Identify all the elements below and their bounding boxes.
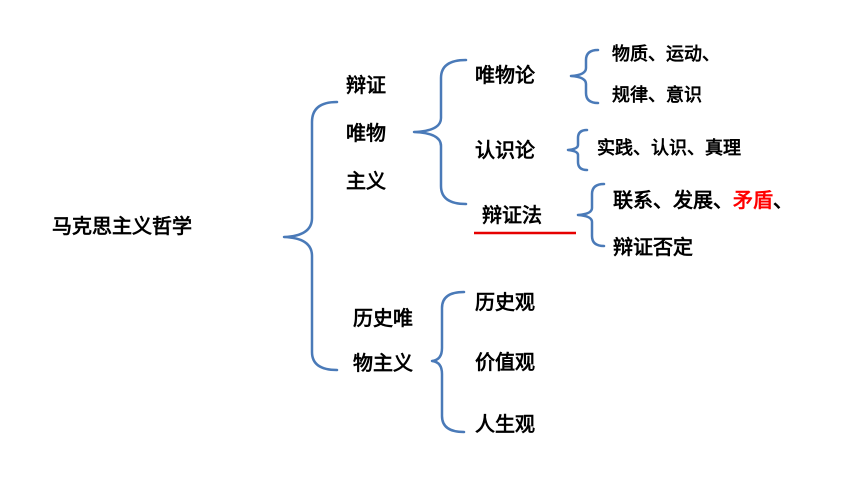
dialectics-item-highlight: 矛盾 [733,188,773,212]
ontology-label: 唯物论 [475,63,535,87]
dialectical-materialism-line-1: 辩证 [346,73,386,97]
root-label: 马克思主义哲学 [52,214,192,238]
ontology-brace [569,48,600,105]
dialectics-item-line-2: 辩证否定 [613,235,693,259]
dialectical-materialism-line-3: 主义 [346,169,386,193]
ontology-item-2: 规律、意识 [612,85,702,106]
dialectics-label: 辩证法 [482,203,542,227]
historical-item-3: 人生观 [475,412,535,436]
dialectics-item-suffix: 、 [773,188,793,212]
root-brace [282,100,339,372]
dialectics-item-prefix: 联系、发展、 [613,188,733,212]
dialectics-item-line-1: 联系、发展、矛盾、 [613,190,793,210]
historical-materialism-line-1: 历史唯 [353,306,413,330]
dialectics-brace [576,182,606,248]
historical-materialism-line-2: 物主义 [353,351,413,375]
dialectical-materialism-brace [412,58,468,206]
historical-item-1: 历史观 [475,290,535,314]
epistemology-brace [566,128,589,172]
dialectical-materialism-line-2: 唯物 [346,121,386,145]
ontology-item-1: 物质、运动、 [612,44,720,65]
epistemology-label: 认识论 [475,138,535,162]
epistemology-item-1: 实践、认识、真理 [597,138,741,159]
historical-item-2: 价值观 [475,350,535,374]
historical-materialism-brace [430,290,466,434]
